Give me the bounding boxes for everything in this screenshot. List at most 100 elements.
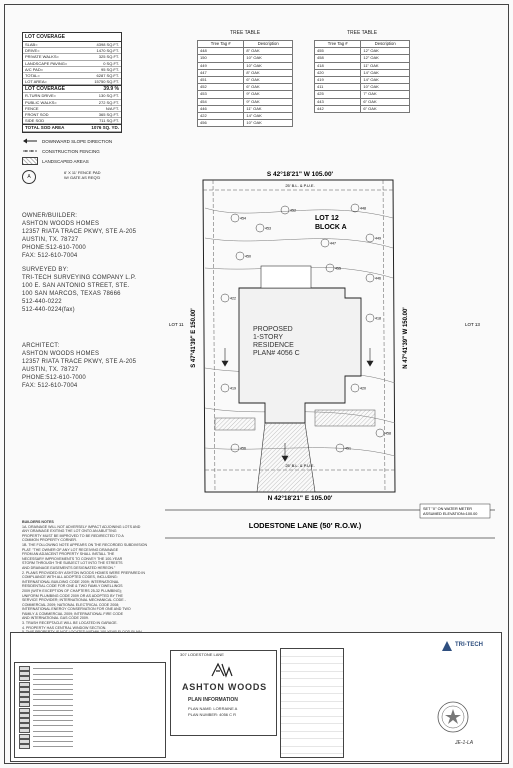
construction-fence-icon (23, 150, 37, 152)
architect-line: PHONE:512-610-7000 (22, 375, 86, 381)
ashton-woods-logo-icon (211, 662, 233, 678)
tree-tag-label: 450 (245, 255, 251, 259)
block-label: BLOCK A (315, 224, 347, 231)
symbol-legend-row (19, 676, 161, 682)
symbol-swatch (19, 671, 30, 677)
tree-icon (230, 213, 240, 223)
west-bearing-label: S 47°41'39" E 150.00' (191, 308, 197, 368)
note-line: ANY DRAINAGE EXITING THE LOT ONTO AN ABU… (22, 529, 117, 534)
lot-coverage-row-value: 1470 SQ.FT. (96, 48, 119, 54)
lot-coverage-row-value: 15750 SQ.FT. (94, 79, 119, 85)
plan-name: PLAN NAME: LORRAINE A (188, 706, 238, 711)
tree-desc-cell: 7" OAK (360, 90, 410, 99)
symbol-rule (33, 746, 73, 747)
tree-desc-cell: 14" OAK (360, 68, 410, 77)
symbol-swatch (19, 666, 30, 672)
lot-coverage-row-label: DRIVE= (25, 48, 40, 54)
architect-line: AUSTIN, TX. 78727 (22, 367, 79, 373)
lot-coverage-row-value: 272 SQ.FT. (98, 99, 119, 105)
architect-line: ASHTON WOODS HOMES (22, 351, 100, 357)
symbol-swatch (19, 692, 30, 698)
site-plan-drawing: 4544534524474484494504554464224184204194… (165, 170, 495, 539)
tree-desc-cell: 9" OAK (243, 97, 293, 106)
drainage-arrow-icon (23, 138, 37, 144)
symbol-legend-row (19, 707, 161, 713)
surveyor-heading: SURVEYED BY: (22, 267, 69, 273)
note-line: AND INTERNATIONAL GAS CODE 2009. (22, 616, 89, 621)
brand-name: ASHTON WOODS (182, 682, 267, 692)
note-line: 4. PROPERTY HAS CENTRAL WINDOW SECTION. (22, 625, 107, 630)
total-sod-value: 1076 SQ. YD. (91, 125, 119, 131)
note-line: COMMON PROPERTY CORNER. (22, 538, 77, 543)
tree-icon (235, 251, 245, 261)
note-line: UNIFORM PLUMBING CODE 2009 OR AS ADOPTED… (22, 593, 123, 598)
tree-desc-cell: 10" OAK (360, 83, 410, 92)
owner-line: FAX: 512-610-7004 (22, 253, 78, 259)
tree-tag-cell: 454 (196, 97, 245, 106)
note-line: 3. TRASH RECEPTACLE WILL BE LOCATED IN G… (22, 621, 118, 626)
lot-coverage-percent-row: LOT COVERAGE 39.9 % (23, 85, 121, 94)
symbol-rule (33, 683, 73, 685)
fence-pad-note: 6' X 11' FENCE PAD W/ GATE AS REQ'D (64, 170, 101, 180)
lot-coverage-row: R-TURN DRIVE=130 SQ.FT. (23, 93, 121, 100)
lot-coverage-row-label: R-TURN DRIVE= (25, 93, 57, 99)
tree-desc-cell: 12" OAK (360, 47, 410, 56)
tree-tag-cell: 456 (196, 119, 245, 128)
note-line: 2009 (WITH EXCEPTION OF CHAPTERS 25-32 P… (22, 588, 122, 593)
surveyor-line: 100 E. SAN ANTONIO STREET, STE. (22, 283, 130, 289)
symbol-legend-row (19, 671, 161, 677)
tree-tag-cell: 150 (196, 54, 245, 63)
revision-table (280, 648, 344, 758)
residence-label-line: PROPOSED (253, 326, 293, 333)
setback-bottom-label: 25' B.L. & P.U.E. (285, 463, 314, 468)
lot-coverage-row-label: PRIVATE WALKS= (25, 54, 59, 60)
symbol-legend-row (19, 681, 161, 687)
architect-heading: ARCHITECT: (22, 343, 60, 349)
symbol-swatch (19, 717, 30, 723)
north-bearing-label: S 42°18'21" W 105.00' (267, 170, 334, 178)
lot-coverage-label: LOT COVERAGE (25, 86, 66, 93)
symbol-swatch (19, 733, 30, 739)
tree-icon (255, 223, 265, 233)
legend-item: CONSTRUCTION FENCING (22, 146, 112, 156)
legend-label: DOWNWARD SLOPE DIRECTION (42, 138, 113, 144)
tree-tag-label: 419 (230, 387, 236, 391)
symbol-swatch (19, 743, 30, 749)
symbol-rule (33, 689, 73, 690)
tree-tag-cell: 442 (313, 104, 362, 113)
residence-label-line: RESIDENCE (253, 342, 294, 349)
lot-coverage-row-label: LANDSCAPE PAVING= (25, 60, 68, 66)
sheet-border (4, 4, 509, 764)
tree-tag-label: 420 (360, 387, 366, 391)
note-line: INTERNATIONAL BUILDING CODE 2009; INTERN… (22, 579, 120, 584)
lot-coverage-row-label: FRONT SOD (25, 112, 49, 118)
tree-tag-label: 446 (375, 277, 381, 281)
symbol-swatch (19, 676, 30, 682)
symbol-swatch (19, 723, 30, 729)
tree-desc-cell: 11" OAK (360, 61, 410, 70)
lot-coverage-row-value: 95 SQ.FT. (100, 66, 119, 72)
setback-line (212, 179, 216, 493)
tree-tag-label: 448 (360, 207, 366, 211)
symbol-swatch (19, 707, 30, 713)
note-line: FAMILY & COMMERCIAL 2009; INTERNATIONAL … (22, 611, 123, 616)
plan-number: PLAN NUMBER: 4056 C R (188, 712, 237, 717)
symbol-swatch (19, 712, 30, 718)
lot-coverage-row-value: 711 SQ.FT. (99, 118, 119, 124)
signature: JE-1-LA (455, 740, 474, 746)
lot-coverage-row-label: FENCE (25, 105, 39, 111)
residence-label: PROPOSED 1-STORY RESIDENCE PLAN# 4056 C (253, 326, 300, 357)
note-line: RESIDENTIAL CODE FOR ONE & TWO FAMILY DW… (22, 584, 123, 589)
lot-coverage-row: LANDSCAPE PAVING=0 SQ.FT. (23, 61, 121, 67)
meter-note-line: ASSUMED ELEVATION=100.00 (423, 512, 477, 516)
symbol-swatch (19, 686, 30, 692)
tree-desc-cell: 6" OAK (243, 83, 293, 92)
